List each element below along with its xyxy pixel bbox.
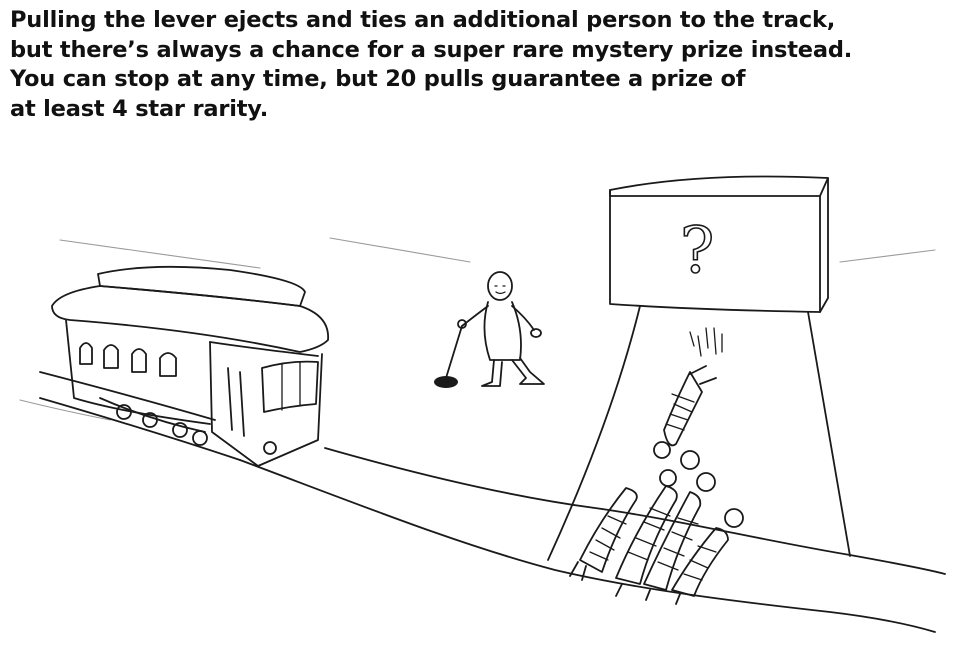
caption-line-4: at least 4 star rarity. (10, 95, 269, 122)
lever-icon (434, 319, 467, 388)
mystery-question-mark: ? (680, 214, 714, 288)
meme-caption: Pulling the lever ejects and ties an add… (10, 6, 955, 124)
caption-line-1: Pulling the lever ejects and ties an add… (10, 7, 836, 33)
background-sketch-lines (19, 237, 936, 421)
railway-track (39, 371, 946, 633)
tied-people-icon (569, 365, 744, 605)
mystery-box-icon: ? (547, 175, 851, 561)
caption-line-2: but there’s always a chance for a super … (10, 36, 853, 63)
trolley-icon (51, 265, 329, 467)
caption-line-3: You can stop at any time, but 20 pulls g… (10, 66, 746, 92)
lever-person-icon (461, 271, 545, 387)
